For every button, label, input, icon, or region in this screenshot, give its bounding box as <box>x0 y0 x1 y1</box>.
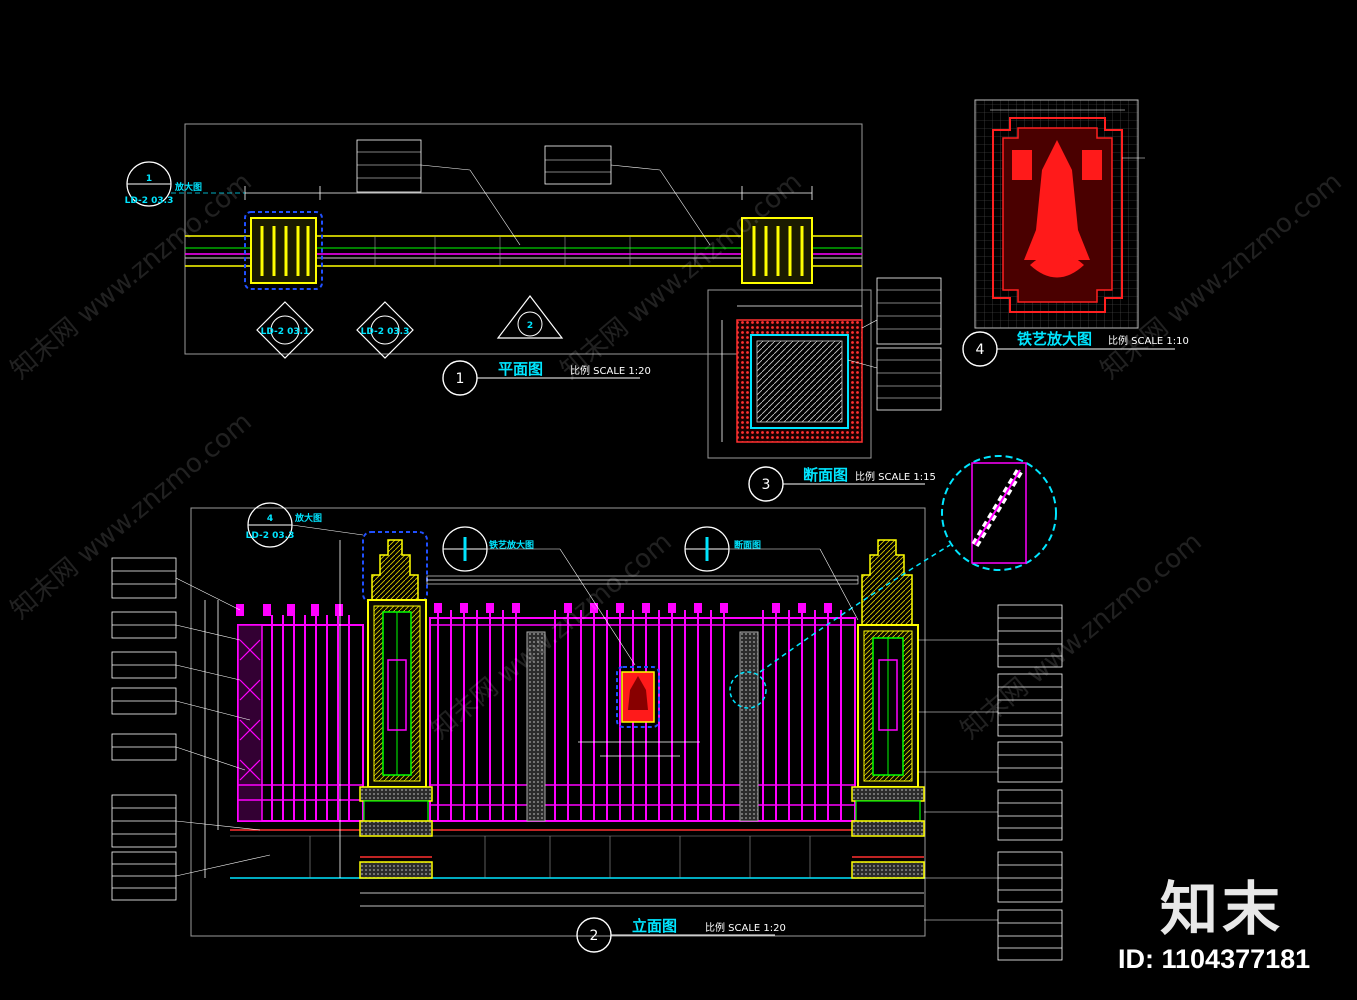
fence-finial <box>642 603 650 613</box>
section-view: 3 断面图 比例 SCALE 1:15 <box>707 277 942 502</box>
fence-finial <box>434 603 442 613</box>
section-mark-label: 断面图 <box>734 539 761 551</box>
brand-logo: 知末 <box>1160 875 1285 943</box>
elev-enlarge-label: 放大图 <box>294 512 322 524</box>
fence-finial <box>512 603 520 613</box>
plan-scale: 比例 SCALE 1:20 <box>570 364 651 377</box>
fence-finial <box>668 603 676 613</box>
section-marker-right[interactable]: 2 <box>496 295 564 339</box>
plan-enlarge-ref: LD-2 03.3 <box>125 196 174 206</box>
elev-enlarge-ref: LD-2 03.3 <box>246 531 295 541</box>
fence-finial <box>590 603 598 613</box>
elevation-number: 2 <box>590 928 599 944</box>
fence-finial <box>564 603 572 613</box>
elevation-title: 立面图 <box>632 917 677 935</box>
elevation-view: 4 LD-2 03.3 放大图 铁艺放大图 断面图 2 立面图 比例 SCALE… <box>111 455 1063 961</box>
plan-enlarge-number: 1 <box>146 174 152 184</box>
watermark-4: 知末网 www.znzmo.com <box>5 407 257 626</box>
fence-finial <box>616 603 624 613</box>
section-marker-mid[interactable]: LD-2 03.3 <box>356 301 414 359</box>
section-marker-left-ref: LD-2 03.1 <box>261 327 310 337</box>
section-marker-right-number: 2 <box>527 321 533 331</box>
section-scale: 比例 SCALE 1:15 <box>855 470 936 483</box>
elevation-scale: 比例 SCALE 1:20 <box>705 921 786 934</box>
fence-finial <box>772 603 780 613</box>
section-marker-mid-ref: LD-2 03.3 <box>361 327 410 337</box>
iron-scale: 比例 SCALE 1:10 <box>1108 334 1189 347</box>
iron-number: 4 <box>976 342 985 358</box>
fence-finial <box>798 603 806 613</box>
fence-finial <box>460 603 468 613</box>
fence-finial <box>824 603 832 613</box>
iron-title: 铁艺放大图 <box>1017 330 1092 348</box>
section-title: 断面图 <box>803 466 848 484</box>
plan-title: 平面图 <box>498 360 543 378</box>
plan-number: 1 <box>456 371 465 387</box>
section-number: 3 <box>762 477 771 493</box>
fence-finial <box>720 603 728 613</box>
plan-view: 1 LD-2 03.3 放大图 LD-2 03.1 LD-2 03.3 2 1 … <box>125 123 863 396</box>
iron-detail-view: 4 铁艺放大图 比例 SCALE 1:10 <box>962 99 1189 367</box>
section-mark-callout[interactable]: 断面图 <box>684 526 859 621</box>
elevation-enlarge-callout[interactable]: 4 LD-2 03.3 放大图 <box>246 502 364 548</box>
elev-enlarge-number: 4 <box>267 514 273 524</box>
left-pillar <box>359 531 433 879</box>
fence-finial <box>694 603 702 613</box>
iron-enlarge-label: 铁艺放大图 <box>489 539 534 551</box>
right-pillar <box>851 539 925 879</box>
section-marker-left[interactable]: LD-2 03.1 <box>256 301 314 359</box>
fence-finial <box>486 603 494 613</box>
iron-enlarge-callout[interactable]: 铁艺放大图 <box>442 526 636 666</box>
plan-enlarge-label: 放大图 <box>174 181 202 193</box>
asset-id: ID: 1104377181 <box>1118 944 1311 974</box>
